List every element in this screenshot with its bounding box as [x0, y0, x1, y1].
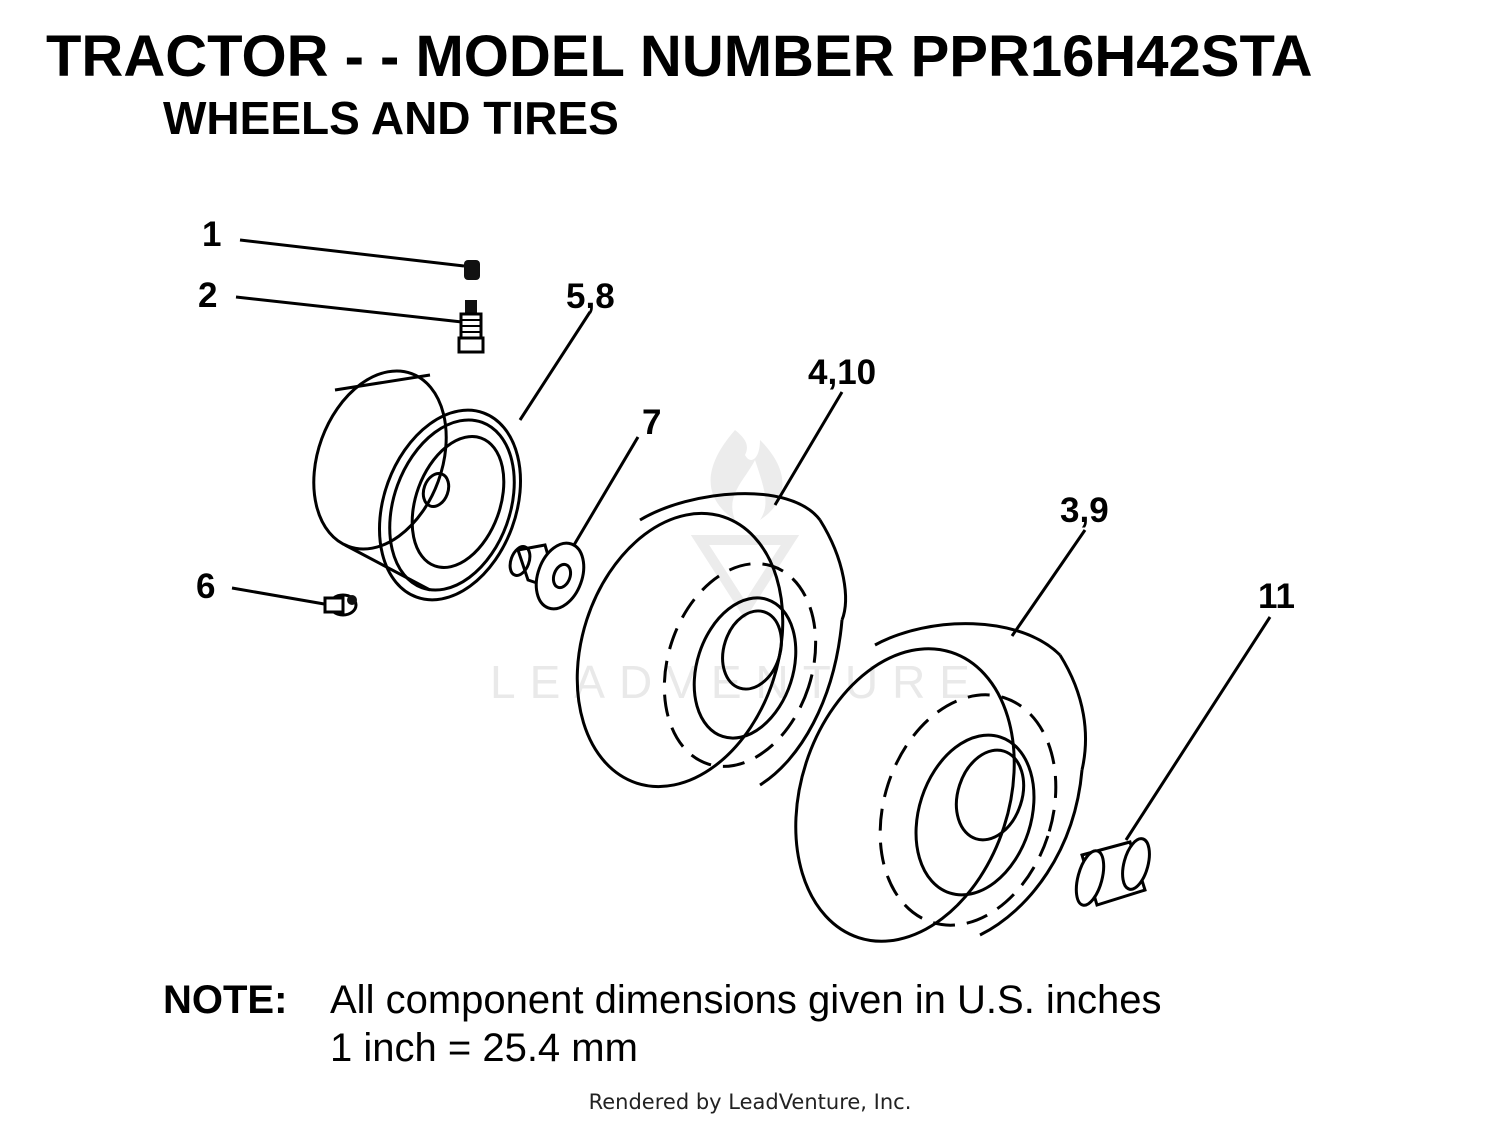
cap-part-11: 11	[1074, 577, 1295, 907]
watermark-text: LEADVENTURE	[490, 656, 984, 708]
valve-cap-part-1: 1	[202, 215, 480, 280]
note-dimensions-text: All component dimensions given in U.S. i…	[330, 978, 1162, 1022]
callout-2: 2	[198, 276, 217, 315]
callout-11: 11	[1258, 577, 1295, 616]
note-conversion-text: 1 inch = 25.4 mm	[330, 1026, 638, 1070]
callout-3-9: 3,9	[1060, 491, 1109, 530]
note-label: NOTE:	[163, 978, 288, 1022]
bushing-part-7: 7	[508, 403, 661, 611]
rear-tire-part-3-9: 3,9	[794, 491, 1109, 943]
callout-1: 1	[202, 215, 221, 254]
fitting-part-6: 6	[196, 567, 358, 617]
rim-part-5-8: 5,8	[312, 277, 615, 602]
valve-stem-part-2: 2	[198, 276, 485, 354]
diagram-title: TRACTOR - - MODEL NUMBER PPR16H42STA	[46, 24, 1313, 89]
callout-5-8: 5,8	[566, 277, 615, 316]
diagram-subtitle: WHEELS AND TIRES	[163, 92, 619, 144]
callout-6: 6	[196, 567, 215, 606]
front-tire-part-4-10: 4,10	[575, 353, 876, 789]
rendered-by-footer: Rendered by LeadVenture, Inc.	[588, 1090, 912, 1114]
callout-7: 7	[642, 403, 661, 442]
callout-4-10: 4,10	[808, 353, 876, 392]
